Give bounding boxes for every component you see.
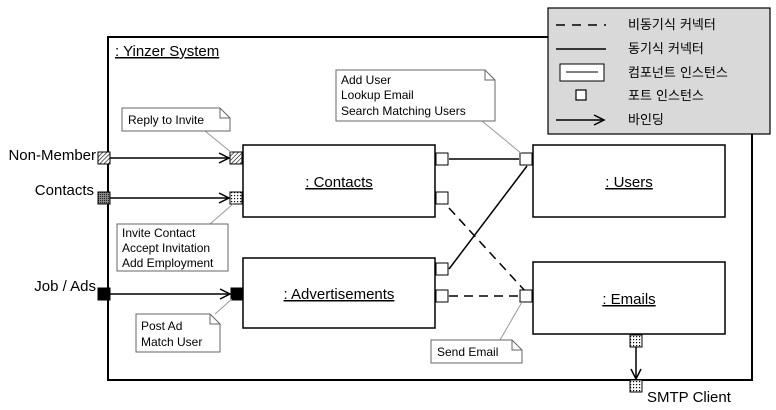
binding-job-ads [110, 288, 232, 300]
legend-binding-label: 바인딩 [628, 113, 664, 128]
svg-text:Lookup Email: Lookup Email [341, 88, 414, 102]
component-emails-label: : Emails [602, 291, 655, 308]
legend-component-label: 컴포넌트 인스턴스 [628, 66, 728, 81]
svg-text:Add Employment: Add Employment [122, 256, 214, 270]
system-title: : Yinzer System [115, 43, 219, 60]
svg-text:Reply to Invite: Reply to Invite [128, 113, 204, 127]
svg-text:Send Email: Send Email [437, 345, 498, 359]
legend: 비동기식 커넥터 동기식 커넥터 컴포넌트 인스턴스 포트 인스턴스 바인딩 [547, 7, 771, 135]
label-job-ads: Job / Ads [34, 278, 96, 295]
legend-async-label: 비동기식 커넥터 [628, 18, 716, 33]
port-contacts-users [435, 152, 449, 166]
port-contacts-reply [229, 151, 243, 165]
sync-connector-ads-users [448, 165, 528, 270]
binding-smtp [630, 347, 642, 381]
legend-port-label: 포트 인스턴스 [628, 89, 704, 104]
port-external-job-ads [97, 287, 111, 301]
label-non-member: Non-Member [8, 147, 96, 164]
label-contacts: Contacts [35, 182, 94, 199]
component-contacts-label: : Contacts [305, 174, 373, 191]
port-external-non-member [97, 151, 111, 165]
async-connector-contacts-emails [448, 207, 527, 293]
binding-non-member [110, 152, 231, 164]
port-emails-smtp [629, 334, 643, 348]
component-advertisements[interactable]: : Advertisements [242, 257, 436, 329]
svg-text:Search Matching Users: Search Matching Users [341, 104, 466, 118]
port-external-contacts [97, 191, 111, 205]
note-send-email: Send Email [430, 339, 523, 364]
component-advertisements-label: : Advertisements [284, 286, 395, 303]
svg-text:Accept Invitation: Accept Invitation [122, 241, 210, 255]
svg-text:Invite Contact: Invite Contact [122, 226, 196, 240]
port-contacts-invite [229, 191, 243, 205]
note-contacts-ops: Invite Contact Accept Invitation Add Emp… [116, 223, 229, 272]
note-leaders [204, 120, 523, 341]
svg-text:Post Ad: Post Ad [141, 319, 182, 333]
label-smtp-client: SMTP Client [647, 389, 732, 406]
port-ads-jobads [230, 287, 244, 301]
port-ads-emails [435, 289, 449, 303]
component-emails[interactable]: : Emails [532, 261, 726, 335]
component-contacts[interactable]: : Contacts [242, 144, 436, 218]
note-reply-to-invite: Reply to Invite [121, 107, 231, 132]
port-contacts-emails [435, 191, 449, 205]
component-users-label: : Users [605, 174, 653, 191]
port-emails-in [519, 289, 533, 303]
port-users-in [519, 152, 533, 166]
legend-sync-label: 동기식 커넥터 [628, 42, 704, 57]
note-ads-ops: Post Ad Match User [135, 313, 221, 353]
port-external-smtp [629, 379, 643, 393]
binding-contacts [110, 192, 231, 204]
system-boundary [107, 36, 753, 381]
svg-text:Match User: Match User [141, 335, 202, 349]
note-users-ops: Add User Lookup Email Search Matching Us… [335, 69, 496, 122]
port-ads-users [435, 262, 449, 276]
component-users[interactable]: : Users [532, 144, 726, 218]
legend-port-symbol [575, 89, 587, 101]
svg-text:Add User: Add User [341, 73, 391, 87]
